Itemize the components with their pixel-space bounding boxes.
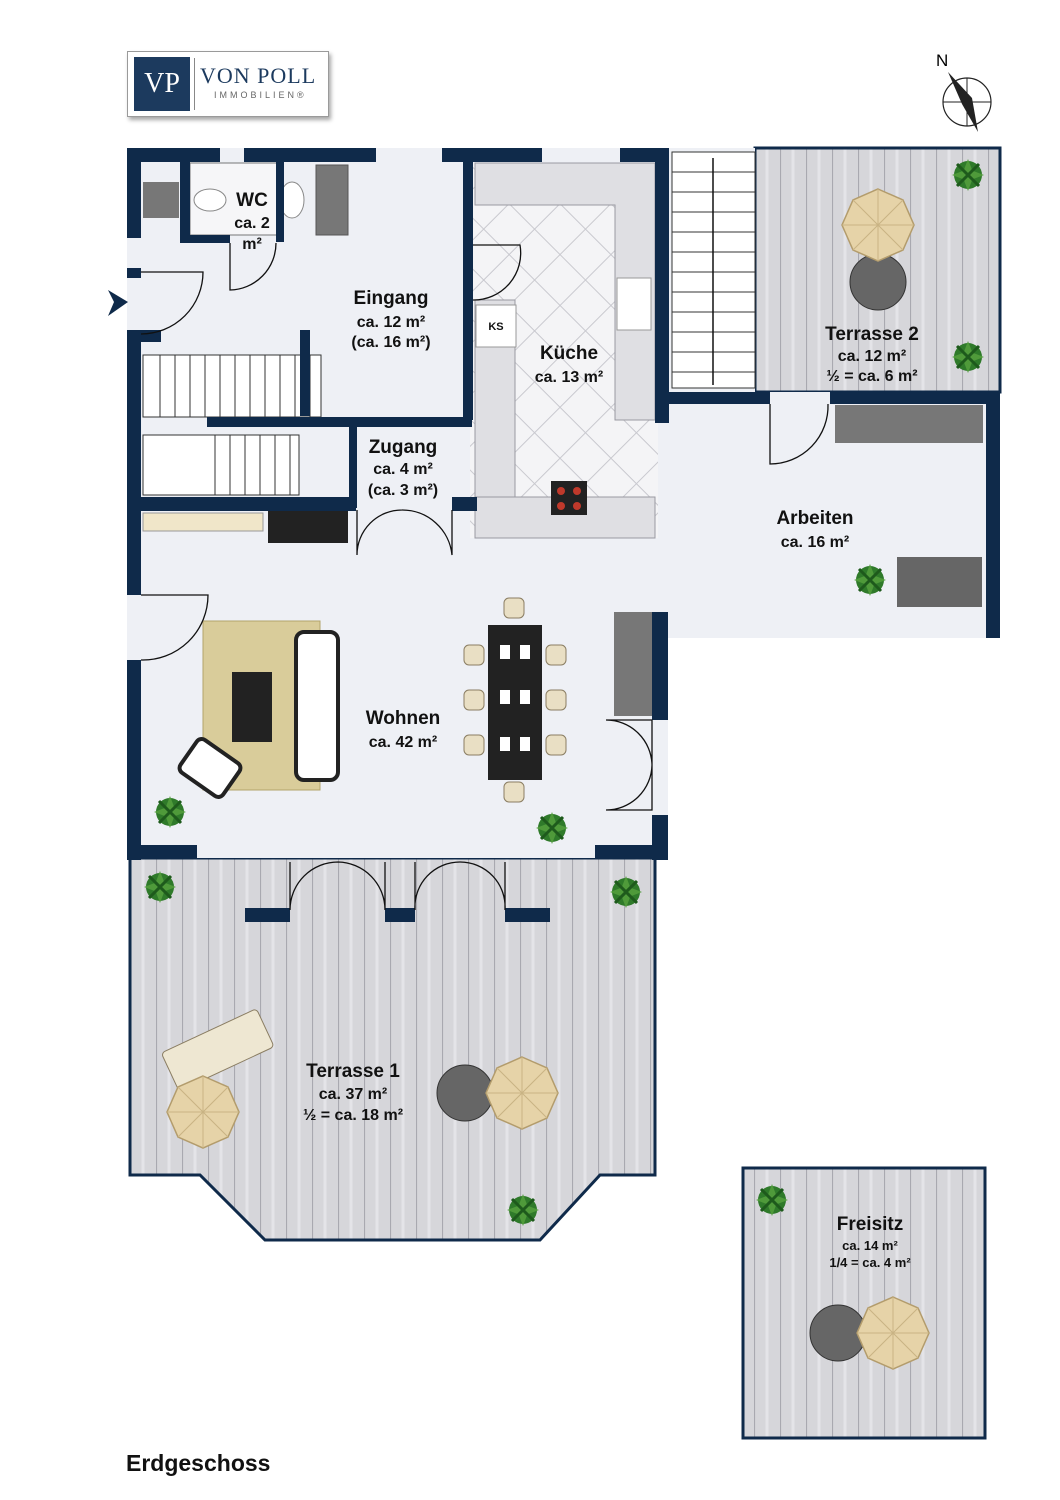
door-swings [140, 242, 829, 911]
room-area-secondary: ½ = ca. 6 m² [826, 368, 917, 385]
cooktop-icon [551, 481, 587, 515]
kitchen-area: KS [470, 162, 658, 539]
room-area-unit: m² [242, 236, 262, 253]
entrance-arrow-icon [108, 290, 128, 316]
room-kueche: Küche ca. 13 m² [535, 343, 603, 386]
room-name: Arbeiten [776, 508, 853, 529]
room-freisitz: Freisitz ca. 14 m² 1/4 = ca. 4 m² [829, 1214, 911, 1270]
room-terrasse-2: Terrasse 2 ca. 12 m² ½ = ca. 6 m² [825, 324, 919, 385]
room-area-secondary: (ca. 3 m²) [368, 482, 438, 499]
room-area: ca. 16 m² [781, 534, 849, 551]
room-area-secondary: (ca. 16 m²) [351, 334, 430, 351]
room-name: Zugang [369, 437, 438, 458]
room-name: Terrasse 1 [306, 1061, 400, 1082]
logo-mark: VP [134, 57, 190, 111]
room-name: Terrasse 2 [825, 324, 919, 345]
floor-title: Erdgeschoss [126, 1450, 271, 1476]
sink-icon [616, 277, 652, 331]
room-name: Küche [540, 343, 598, 364]
terrace-furniture [162, 188, 930, 1370]
room-area: ca. 12 m² [838, 348, 906, 365]
room-area: ca. 13 m² [535, 369, 603, 386]
room-area-secondary: ½ = ca. 18 m² [303, 1107, 403, 1124]
room-area: ca. 12 m² [357, 314, 425, 331]
north-compass-icon: N [936, 51, 992, 132]
staircase-upper [671, 151, 756, 389]
room-eingang: Eingang ca. 12 m² (ca. 16 m²) [351, 288, 430, 351]
room-name: Freisitz [837, 1214, 904, 1235]
room-name: Wohnen [366, 708, 441, 729]
room-area-secondary: 1/4 = ca. 4 m² [829, 1255, 911, 1270]
logo-divider [194, 58, 195, 110]
room-area: ca. 14 m² [842, 1238, 898, 1253]
compass-north-label: N [936, 51, 948, 70]
room-wohnen: Wohnen ca. 42 m² [366, 708, 441, 751]
room-area: ca. 2 [234, 215, 270, 232]
logo-subtitle: IMMOBILIEN® [214, 90, 307, 100]
room-terrasse-1: Terrasse 1 ca. 37 m² ½ = ca. 18 m² [303, 1061, 403, 1124]
fridge-label: KS [488, 321, 503, 333]
room-area: ca. 37 m² [319, 1086, 387, 1103]
freisitz-deck [741, 1166, 987, 1440]
room-area: ca. 4 m² [373, 461, 433, 478]
terrace-1-deck [128, 856, 657, 1242]
room-name: WC [236, 190, 268, 211]
living-furniture [142, 405, 983, 803]
room-wc: WC ca. 2 m² [234, 190, 270, 253]
wc-fixtures [143, 162, 349, 236]
room-zugang: Zugang ca. 4 m² (ca. 3 m²) [368, 437, 438, 499]
room-area: ca. 42 m² [369, 734, 437, 751]
fridge [475, 304, 517, 348]
room-arbeiten: Arbeiten ca. 16 m² [776, 508, 853, 551]
room-name: Eingang [354, 288, 429, 309]
staircase-main [142, 354, 322, 496]
walls [127, 148, 1000, 922]
von-poll-logo: VP VON POLL IMMOBILIEN® [127, 51, 329, 117]
logo-name: VON POLL [200, 63, 317, 88]
